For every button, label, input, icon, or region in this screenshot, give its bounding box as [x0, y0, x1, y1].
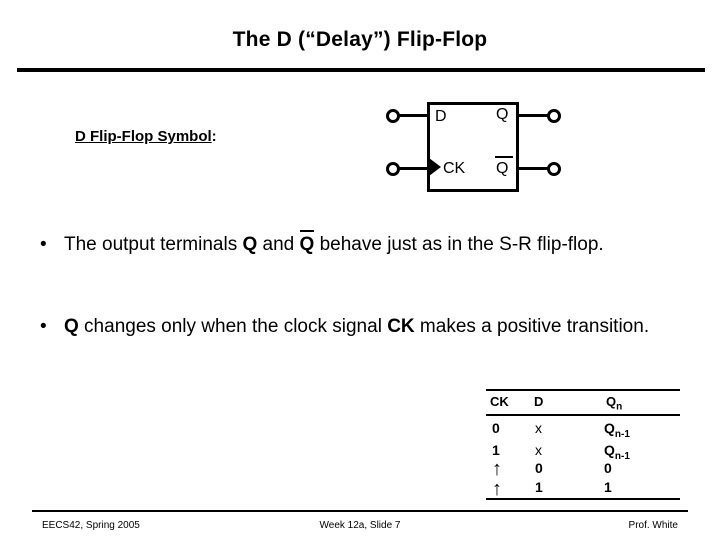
qbar-overline [495, 156, 513, 158]
table-cell-qn-base: Q [604, 420, 615, 436]
rising-edge-arrow-icon: ↑ [492, 458, 502, 480]
pin-label-d: D [435, 108, 447, 125]
d-input-wire [398, 114, 428, 117]
table-header-rule [486, 414, 680, 416]
bullet-2-q: Q [64, 316, 79, 337]
bullet-1-part-0: The output terminals [64, 234, 243, 255]
footer-author: Prof. White [628, 520, 678, 531]
bullet-text: Q changes only when the clock signal CK … [64, 314, 700, 340]
table-header-qn-sub: n [616, 401, 623, 413]
pin-label-q: Q [496, 106, 509, 123]
ck-input-terminal-icon [386, 162, 400, 176]
footer-divider [32, 510, 688, 512]
table-header-ck: CK [490, 394, 509, 409]
table-header-qn: Qn [606, 394, 622, 413]
bullet-1-part-2: and [257, 234, 300, 255]
bullet-text: The output terminals Q and Q behave just… [64, 230, 690, 258]
rising-edge-arrow-icon: ↑ [492, 478, 502, 500]
table-header-qn-base: Q [606, 394, 617, 409]
pin-label-ck: CK [443, 160, 466, 177]
symbol-label-underlined-text: D Flip-Flop Symbol [75, 128, 212, 145]
title-divider [17, 68, 705, 72]
table-cell-qn-sub: n-1 [614, 450, 630, 462]
table-cell-qn: 1 [604, 479, 612, 495]
qbar-output-terminal-icon [547, 162, 561, 176]
clock-edge-triangle-icon [429, 158, 441, 176]
d-input-terminal-icon [386, 109, 400, 123]
pin-label-qbar: Q [496, 160, 509, 177]
table-cell-qn-sub: n-1 [614, 428, 630, 440]
table-cell-ck: 1 [492, 442, 500, 458]
bullet-1-part-4: behave just as in the S-R flip-flop. [314, 234, 604, 255]
bullet-item: • The output terminals Q and Q behave ju… [40, 230, 690, 258]
table-header-d: D [534, 394, 544, 409]
bullet-2-part-3: makes a positive transition. [414, 316, 650, 337]
footer-course: EECS42, Spring 2005 [42, 520, 140, 531]
symbol-label-colon: : [211, 128, 217, 145]
qbar-output-wire [518, 167, 548, 170]
page-title: The D (“Delay”) Flip-Flop [232, 28, 488, 51]
table-cell-ck: 0 [492, 420, 500, 436]
flip-flop-box [427, 102, 519, 192]
table-cell-d: 0 [535, 460, 543, 476]
ck-input-wire [398, 167, 428, 170]
table-bottom-rule [486, 498, 680, 500]
bullet-item: • Q changes only when the clock signal C… [40, 314, 700, 340]
bullet-marker: • [40, 234, 47, 255]
table-cell-d: x [535, 442, 542, 458]
table-cell-qn: Qn-1 [604, 442, 630, 462]
bullet-2-part-1: changes only when the clock signal [78, 316, 388, 337]
footer-slide-id: Week 12a, Slide 7 [319, 520, 401, 531]
bullet-marker: • [40, 316, 47, 337]
symbol-label: D Flip-Flop Symbol: [75, 128, 217, 145]
bullet-2-ck: CK [387, 316, 415, 337]
bullet-1-q: Q [242, 234, 258, 255]
q-output-terminal-icon [547, 109, 561, 123]
bullet-1-qbar: Q [299, 230, 314, 258]
table-cell-d: x [535, 420, 542, 436]
table-cell-qn: 0 [604, 460, 612, 476]
q-output-wire [518, 114, 548, 117]
table-cell-d: 1 [535, 479, 543, 495]
table-top-rule [486, 389, 680, 391]
table-cell-qn-base: Q [604, 442, 615, 458]
table-cell-qn: Qn-1 [604, 420, 630, 440]
